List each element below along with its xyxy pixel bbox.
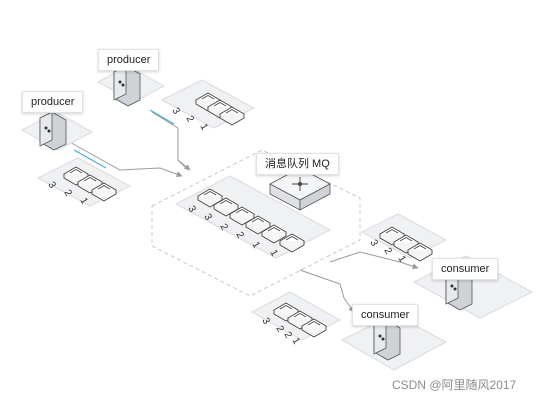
producer-left-queue [36,157,132,207]
mq-queue-number: 2 [233,230,246,241]
consumer-bottom-queue-number: 3 [259,316,272,327]
consumer-right-label: consumer [432,258,499,280]
producer-left-queue-number: 1 [77,196,90,207]
consumer-right-queue-number: 3 [367,238,380,249]
consumer-bottom-node [340,313,448,371]
mq-queue-number: 1 [267,248,280,259]
consumer-bottom-queue-number: 1 [289,336,302,347]
producer-top-queue [160,79,256,129]
mq-queue-number: 2 [217,222,230,233]
mq-queue-number: 1 [249,240,262,251]
consumer-bottom-queue-number: 2 [281,330,294,341]
connectors [65,111,419,313]
producer-left-queue-number: 2 [61,188,74,199]
producer-top-connector [151,111,187,169]
mq-boundary [151,149,361,297]
producer-left-accent [73,149,107,169]
consumer-right-queue-number: 1 [395,254,408,265]
producer-top-queue-number: 1 [197,122,210,133]
producer-top-arrow [177,159,191,171]
producer-top-queue-number: 3 [169,106,182,117]
producer-left-connector [65,139,183,177]
mq-queue [174,175,332,259]
watermark: CSDN @阿里随风2017 [392,378,517,392]
producer-left-label: producer [22,91,84,113]
producer-top-label: producer [98,49,160,71]
producer-top-accent [149,109,175,125]
mq-queue-number: 3 [185,204,198,215]
mq-to-consumer-right-connector [329,251,419,270]
consumer-right-queue-number: 2 [381,246,394,257]
producer-top-queue-number: 2 [183,114,196,125]
producer-left-node [20,111,94,151]
consumer-bottom-queue [250,291,342,341]
mq-label: 消息队列 MQ [256,153,339,175]
producer-left-queue-number: 3 [45,180,58,191]
consumer-bottom-queue-number: 2 [273,324,286,335]
producer-top-node [96,65,166,107]
consumer-bottom-label: consumer [352,304,419,326]
mq-queue-number: 3 [201,212,214,223]
consumer-right-queue [360,213,448,262]
mq-router-node [269,167,331,211]
mq-to-consumer-bottom-connector [299,269,355,313]
